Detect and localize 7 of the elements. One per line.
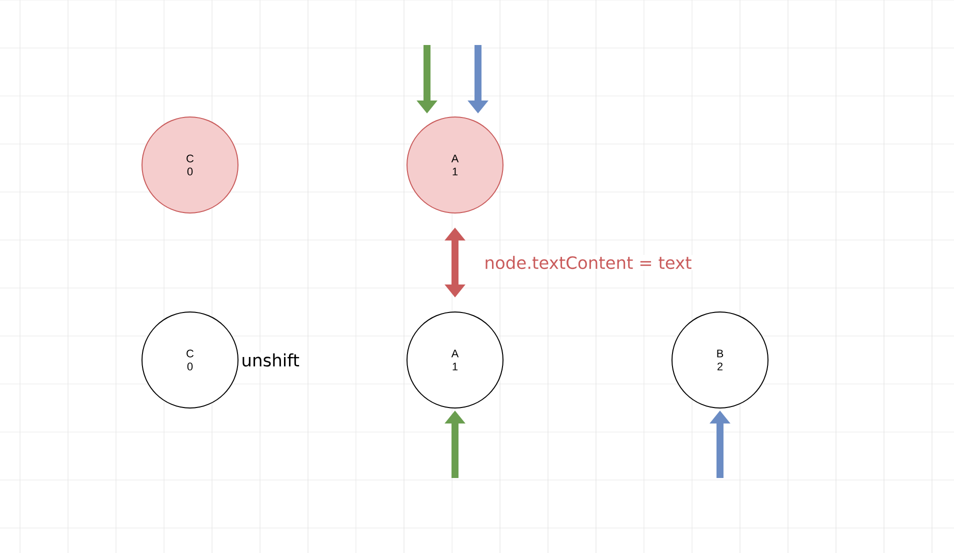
- circle-node: C 0: [142, 312, 238, 408]
- circle-node: B 2: [672, 312, 768, 408]
- circle-node: A 1: [406, 116, 504, 214]
- side-label: unshift: [240, 352, 300, 368]
- circle-node: A 1: [406, 312, 504, 408]
- edge-label: node.textContent = text: [486, 256, 692, 270]
- circle-node: C 0: [142, 116, 238, 214]
